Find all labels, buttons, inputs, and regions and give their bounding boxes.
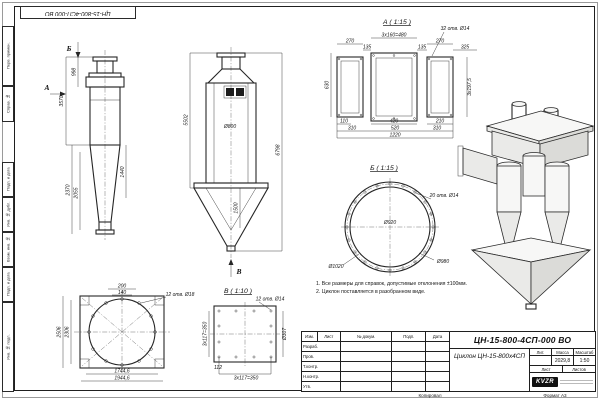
dim-label: 998 — [72, 68, 78, 77]
dim-label: Ø980 — [436, 259, 449, 265]
lit-value — [530, 356, 552, 365]
dim-label: 210 — [435, 119, 445, 125]
view-title: А ( 1:15 ) — [382, 19, 411, 26]
dim-label: 2506 — [57, 326, 63, 338]
tb-row-label: Н.контр. — [302, 372, 341, 381]
tb-row-label: Утв. — [302, 382, 341, 391]
dim-label: Ø1020 — [327, 264, 343, 270]
tb-col-header: Дата — [432, 334, 443, 339]
product-name: Циклон ЦН-15-800х4СП — [450, 349, 530, 391]
dim-label: 270 — [345, 39, 355, 45]
scale-value: 1:50 — [579, 357, 590, 364]
mass-value: 2029,8 — [552, 356, 574, 365]
tb-col-header: № докум. — [341, 332, 393, 341]
dim-label: Ø920 — [383, 220, 396, 226]
dim-label: 310 — [433, 126, 442, 132]
title-block-right: ЦН-15-800-4СП-000 ВО Циклон ЦН-15-800х4С… — [450, 332, 595, 391]
tb-col-header: Подп. — [392, 332, 427, 341]
format-label: Формат А3 — [543, 393, 567, 398]
dim-label: 110 — [340, 119, 348, 125]
dim-label: 3x160=480 — [382, 33, 407, 39]
lit-label: Лит. — [530, 349, 552, 355]
notes: 1. Все размеры для справок, допустимые о… — [316, 280, 526, 296]
tb-col-header: Лист — [318, 332, 341, 341]
copied-label: Копировал — [418, 393, 442, 398]
dim-label: 310 — [348, 126, 357, 132]
dim-label: 1500 — [234, 202, 240, 213]
sheets-label: Листов — [572, 366, 586, 372]
tb-col-header: Изм. — [302, 332, 318, 341]
scale-label: Масштаб — [575, 349, 594, 355]
tb-row-label: Разраб. — [302, 342, 341, 351]
sheet-footer: Копировал Формат А3 — [0, 392, 600, 400]
dim-label: 3x197,5 — [467, 78, 473, 96]
dim-label: Ø307 — [282, 328, 288, 341]
title-block: Изм. Лист № докум. Подп. Дата Разраб. Пр… — [301, 331, 596, 392]
marker-label: В — [235, 267, 241, 276]
side-view: 5502 6798 Ø800 1500 В — [184, 47, 283, 277]
sheet-label: Лист — [530, 366, 563, 372]
dim-label: 3x117=350 — [203, 322, 209, 347]
dim-label: Ø800 — [223, 124, 236, 130]
tb-row-label: Т.контр. — [302, 362, 341, 371]
company-logo-cell: KVZR — [530, 373, 595, 391]
detail-v-view: В ( 1:10 ) 12 отв. Ø14 3x117=350 Ø307 11… — [203, 288, 289, 382]
holes-note: 12 отв. Ø14 — [256, 297, 285, 303]
dim-label: 3x117=350 — [234, 376, 259, 382]
holes-note: 12 отв. Ø18 — [166, 292, 195, 298]
designation-stamp: ЦН-15-800-4СП-000 ВО — [20, 6, 136, 19]
holes-note: 32 отв. Ø14 — [441, 26, 470, 32]
marker-label: А — [43, 83, 49, 92]
dim-label: 2055 — [74, 187, 80, 199]
dim-label: 520 — [391, 126, 400, 132]
holes-note: 20 отв. Ø14 — [429, 193, 459, 199]
dim-label: 270 — [435, 39, 445, 45]
dim-label: 1220 — [389, 133, 400, 139]
dim-label: 325 — [461, 45, 470, 51]
dim-label: 1744,6 — [114, 369, 130, 375]
dim-label: 135 — [418, 45, 427, 51]
doc-number: ЦН-15-800-4СП-000 ВО — [450, 332, 595, 349]
dim-label: 200 — [117, 284, 127, 290]
dim-label: 630 — [325, 81, 331, 90]
dim-label: 5502 — [184, 114, 190, 125]
view-title: Б ( 1:15 ) — [370, 165, 398, 172]
kvzr-logo: KVZR — [532, 377, 558, 387]
marker-label: Б — [66, 44, 72, 53]
view-title: В ( 1:10 ) — [224, 288, 252, 295]
dim-label: 1944,6 — [114, 376, 130, 382]
title-block-left: Изм. Лист № докум. Подп. Дата Разраб. Пр… — [302, 332, 450, 391]
detail-b-view: Б ( 1:15 ) Ø920 20 отв. Ø14 Ø1020 Ø980 — [327, 165, 459, 276]
isometric-view — [457, 101, 595, 310]
dim-label: 140 — [118, 290, 127, 296]
base-flange-view: 200 140 12 отв. Ø18 2506 2306 1744,6 194… — [57, 284, 195, 382]
dim-label: 3570 — [59, 95, 65, 106]
mass-label: Масса — [552, 349, 574, 355]
dim-label: 135 — [363, 45, 372, 51]
dim-label: 420 — [390, 119, 399, 125]
dim-label: 2370 — [66, 184, 72, 196]
dim-label: 2306 — [65, 326, 71, 338]
tb-row-label: Пров. — [302, 352, 341, 361]
logo-text-lines — [559, 380, 593, 384]
dim-label: 1440 — [120, 166, 126, 177]
dim-label: 6798 — [276, 144, 282, 155]
front-view: 3570 998 2370 2055 1440 Б А — [43, 42, 127, 240]
dim-label: 112 — [214, 365, 222, 371]
note-line: 1. Все размеры для справок, допустимые о… — [316, 281, 467, 287]
detail-a-view: А ( 1:15 ) 270 3x160=480 270 135 135 — [325, 19, 477, 139]
note-line: 2. Циклон поставляется в разобранном вид… — [316, 289, 426, 296]
